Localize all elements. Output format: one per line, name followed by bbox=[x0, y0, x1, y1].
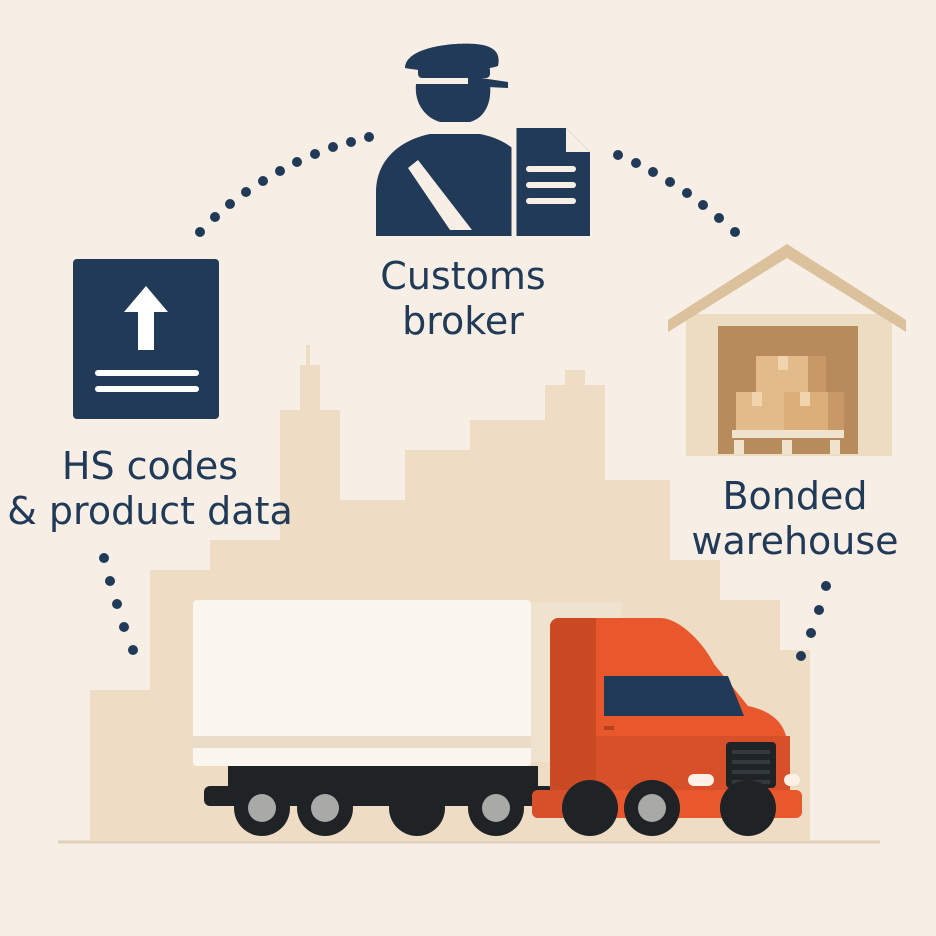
dotted-connector-right-top bbox=[613, 150, 740, 237]
truck-cab bbox=[532, 618, 802, 818]
truck-wheel bbox=[468, 780, 524, 836]
bonded-warehouse-label: Bonded warehouse bbox=[660, 474, 930, 564]
headlight bbox=[688, 774, 714, 786]
bonded-warehouse-label-line1: Bonded bbox=[722, 474, 868, 518]
customs-officer-icon bbox=[376, 43, 590, 236]
upload-document-icon bbox=[73, 259, 219, 419]
customs-broker-label: Customs broker bbox=[318, 254, 608, 344]
warehouse-icon bbox=[668, 244, 906, 456]
truck-wheel bbox=[297, 780, 353, 836]
customs-broker-label-line2: broker bbox=[402, 298, 524, 343]
truck-wheel bbox=[389, 780, 445, 836]
bonded-warehouse-label-line2: warehouse bbox=[691, 518, 899, 563]
truck-wheel bbox=[624, 780, 680, 836]
hs-codes-label-line1: HS codes bbox=[61, 444, 239, 488]
semi-truck-icon bbox=[193, 600, 802, 836]
truck-wheel bbox=[234, 780, 290, 836]
truck-wheel bbox=[720, 780, 776, 836]
customs-broker-label-line1: Customs bbox=[380, 254, 546, 298]
dotted-connector-left-bottom bbox=[99, 553, 138, 655]
truck-window bbox=[604, 676, 744, 716]
hs-codes-label: HS codes & product data bbox=[0, 444, 300, 534]
dotted-connector-right-bottom bbox=[796, 581, 831, 661]
headlight bbox=[784, 774, 800, 786]
truck-wheel bbox=[562, 780, 618, 836]
truck-trailer bbox=[193, 600, 531, 766]
hs-codes-label-line2: & product data bbox=[7, 488, 293, 533]
dotted-connector-left-top bbox=[195, 132, 374, 237]
